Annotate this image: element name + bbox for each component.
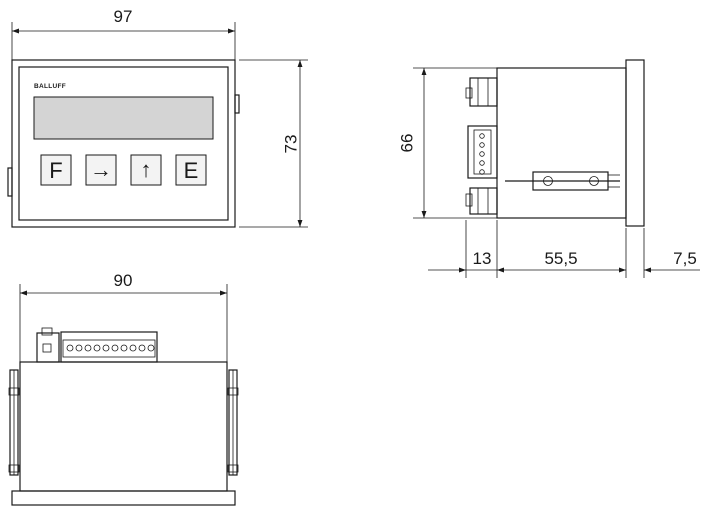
top-connector [465,77,498,107]
top-small-connector [36,327,60,363]
side-bezel [625,59,645,227]
dimension-front-width: 97 [114,7,133,26]
dimension-side-height: 66 [397,134,416,153]
top-housing [19,361,228,492]
middle-terminal-block [467,125,498,179]
right-clamp [227,369,239,476]
side-clip [234,94,240,114]
key-f: F [40,154,72,186]
bottom-connector [465,187,498,215]
key-right: → [85,154,117,186]
key-e: E [175,154,207,186]
front-bezel [11,59,236,228]
dimension-front-height: 73 [281,135,300,154]
dimension-top-width: 90 [114,271,133,290]
dimension-bezel-depth: 7,5 [673,249,697,268]
key-f-label: F [49,158,62,183]
dimension-body-depth: 55,5 [544,249,577,268]
key-e-label: E [184,158,199,183]
display-window [33,96,214,140]
front-view: 97 BALLUFF F → ↑ E 73 [7,7,308,228]
mounting-clamp [505,171,620,191]
key-up: ↑ [130,154,162,186]
top-bezel [11,490,236,506]
key-right-label: → [90,157,112,182]
front-panel [18,66,229,221]
key-up-label: ↑ [141,157,152,182]
dimension-connector-depth: 13 [473,249,492,268]
side-clip [7,167,13,197]
brand-logo: BALLUFF [34,83,66,90]
side-view: 66 [397,59,700,278]
left-clamp [8,369,20,476]
top-view: 90 [8,271,239,506]
side-housing [496,67,627,219]
top-terminal-block [60,331,158,363]
